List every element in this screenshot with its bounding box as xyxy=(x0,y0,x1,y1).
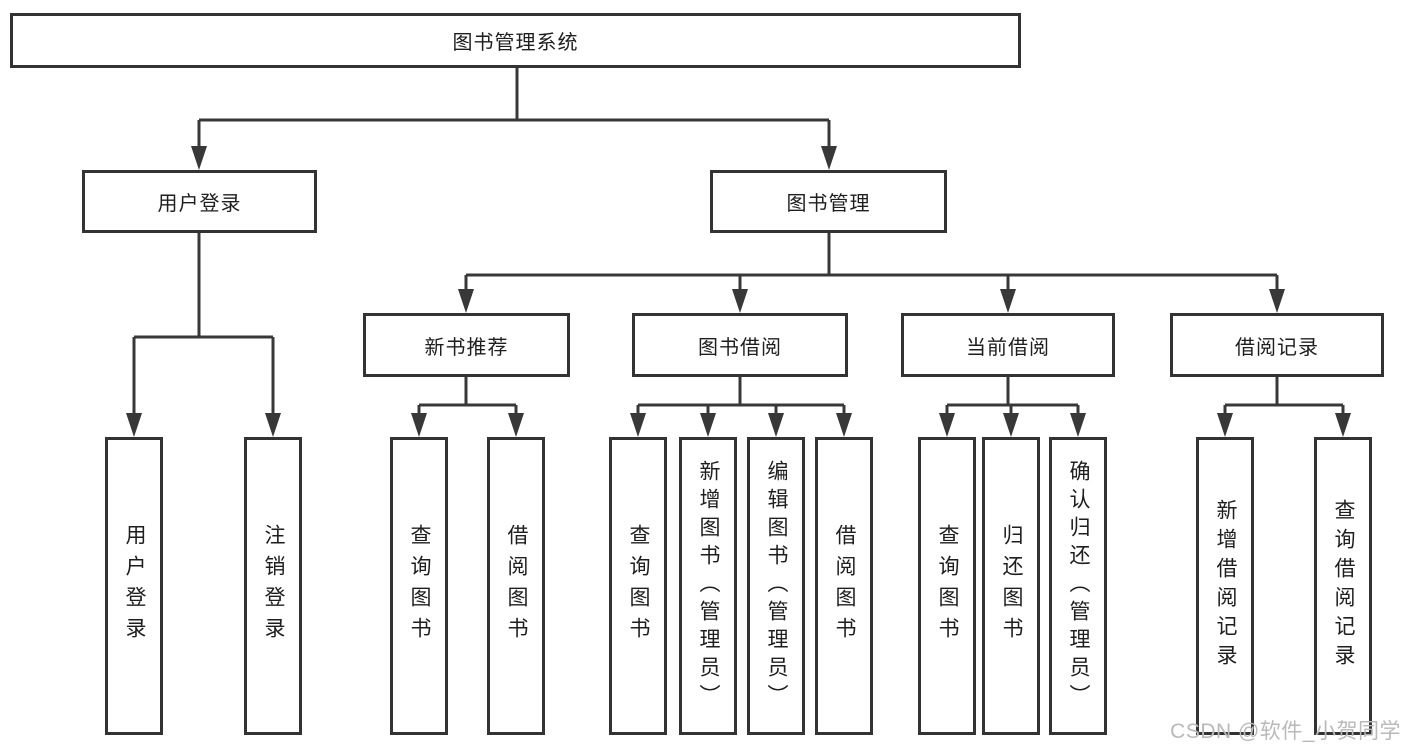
leaf-label: 查询图书 xyxy=(627,524,650,648)
leaf-query-books: 查询图书 xyxy=(609,437,667,735)
node-label: 图书借阅 xyxy=(698,336,782,359)
leaf-label: 注销登录 xyxy=(262,524,285,648)
node-current-borrow: 当前借阅 xyxy=(901,313,1115,377)
leaf-label: 新增图书（管理员） xyxy=(697,460,720,712)
leaf-label: 查询借阅记录 xyxy=(1332,499,1355,673)
arrow-down-icon xyxy=(508,413,524,437)
connector-new-book-recommend-to-leaves xyxy=(411,377,524,437)
leaf-label: 确认归还（管理员） xyxy=(1067,460,1090,712)
leaf-confirm-return-admin: 确认归还（管理员） xyxy=(1049,437,1107,735)
arrow-down-icon xyxy=(630,413,646,437)
csdn-watermark: CSDN @软件_小贺同学 xyxy=(1170,720,1401,743)
node-label: 当前借阅 xyxy=(966,336,1050,359)
arrow-down-icon xyxy=(1003,413,1019,437)
connector-current-borrow-to-leaves xyxy=(939,377,1086,437)
arrow-down-icon xyxy=(1269,289,1285,313)
arrow-down-icon xyxy=(1000,289,1016,313)
leaf-logout: 注销登录 xyxy=(244,437,302,735)
leaf-add-borrow-record: 新增借阅记录 xyxy=(1196,437,1254,735)
node-label: 借阅记录 xyxy=(1235,336,1319,359)
arrow-down-icon xyxy=(1217,413,1233,437)
leaf-edit-books-admin: 编辑图书（管理员） xyxy=(747,437,805,735)
connector-borrow-records-to-leaves xyxy=(1217,377,1351,437)
arrow-down-icon xyxy=(1070,413,1086,437)
arrow-down-icon xyxy=(732,289,748,313)
leaf-label: 用户登录 xyxy=(123,524,146,648)
leaf-query-borrow-record: 查询借阅记录 xyxy=(1314,437,1372,735)
node-borrow-records: 借阅记录 xyxy=(1170,313,1384,377)
connector-root-to-level2 xyxy=(191,68,837,170)
arrow-down-icon xyxy=(458,289,474,313)
node-book-borrow: 图书借阅 xyxy=(632,313,848,377)
arrow-down-icon xyxy=(126,413,142,437)
leaf-user-login: 用户登录 xyxy=(105,437,163,735)
node-label: 用户登录 xyxy=(157,193,242,215)
leaf-label: 新增借阅记录 xyxy=(1214,499,1237,673)
node-label: 新书推荐 xyxy=(424,336,509,359)
arrow-down-icon xyxy=(768,413,784,437)
node-user-login: 用户登录 xyxy=(82,170,317,233)
arrow-down-icon xyxy=(1335,413,1351,437)
leaf-query-books: 查询图书 xyxy=(390,437,448,735)
node-label: 图书管理 xyxy=(786,193,871,215)
leaf-return-books: 归还图书 xyxy=(982,437,1040,735)
leaf-add-books-admin: 新增图书（管理员） xyxy=(679,437,737,735)
connector-user-login-to-leaves xyxy=(126,233,281,437)
leaf-query-books: 查询图书 xyxy=(918,437,976,735)
node-new-book-recommend: 新书推荐 xyxy=(363,313,570,377)
leaf-label: 查询图书 xyxy=(936,524,959,648)
leaf-label: 借阅图书 xyxy=(505,524,528,648)
node-root-label: 图书管理系统 xyxy=(452,32,579,54)
arrow-down-icon xyxy=(836,413,852,437)
arrow-down-icon xyxy=(411,413,427,437)
connector-book-borrow-to-leaves xyxy=(630,377,852,437)
arrow-down-icon xyxy=(700,413,716,437)
arrow-down-icon xyxy=(821,146,837,170)
leaf-label: 查询图书 xyxy=(408,524,431,648)
leaf-borrow-books: 借阅图书 xyxy=(815,437,873,735)
leaf-borrow-books: 借阅图书 xyxy=(487,437,545,735)
connector-book-management-to-level3 xyxy=(458,233,1285,313)
arrow-down-icon xyxy=(191,146,207,170)
leaf-label: 归还图书 xyxy=(1000,524,1023,648)
node-book-management: 图书管理 xyxy=(710,170,947,233)
arrow-down-icon xyxy=(939,413,955,437)
arrow-down-icon xyxy=(265,413,281,437)
leaf-label: 借阅图书 xyxy=(833,524,856,648)
leaf-label: 编辑图书（管理员） xyxy=(765,460,788,712)
node-root-system: 图书管理系统 xyxy=(10,13,1021,68)
